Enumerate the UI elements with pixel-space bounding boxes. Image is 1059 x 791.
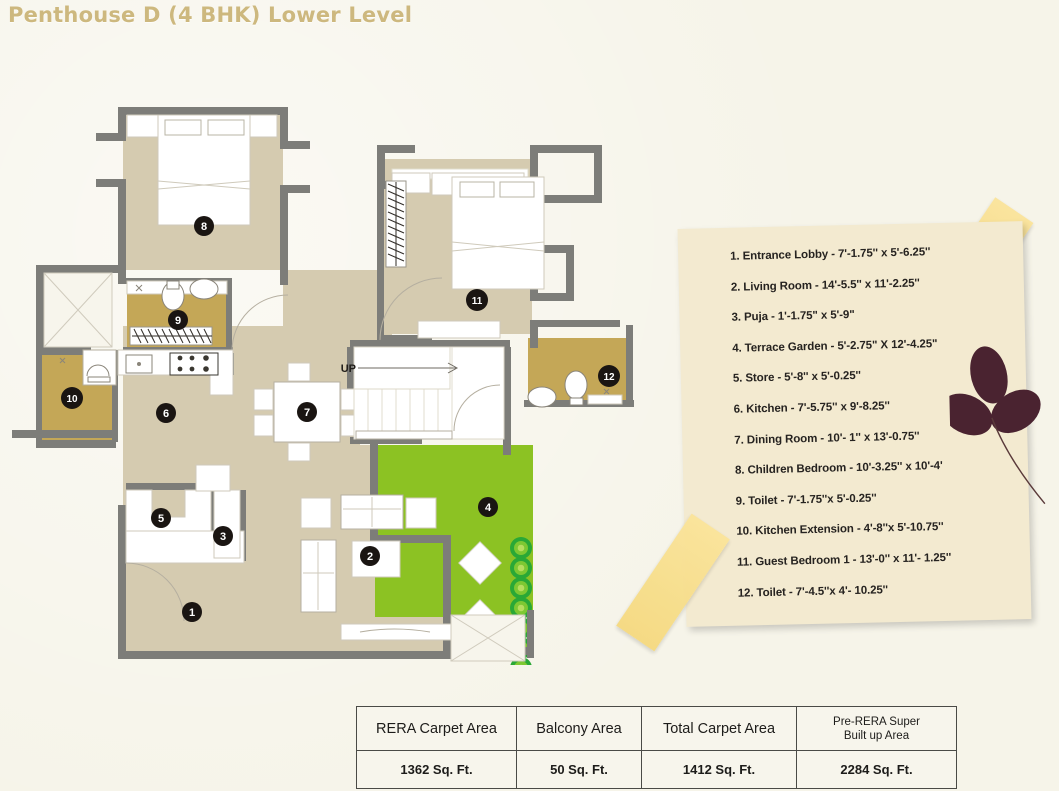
room-marker-8: 8: [194, 216, 214, 236]
room-marker-4: 4: [478, 497, 498, 517]
legend-item: 10. Kitchen Extension - 4'-8''x 5'-10.75…: [736, 521, 944, 539]
svg-text:6: 6: [163, 408, 169, 420]
fixtures-toilet-9: [126, 278, 228, 311]
room-marker-9: 9: [168, 310, 188, 330]
legend-item: 1. Entrance Lobby - 7'-1.75'' x 5'-6.25'…: [730, 246, 931, 263]
wardrobe-children-bedroom: [129, 326, 213, 346]
svg-text:5: 5: [158, 513, 164, 525]
room-marker-11: 11: [466, 289, 488, 311]
room-marker-2: 2: [360, 546, 380, 566]
living-room-furniture: [300, 494, 452, 641]
balcony-left: [43, 272, 113, 348]
leaf-icon: [948, 346, 1046, 505]
furniture: UP: [43, 114, 623, 662]
wardrobe-guest-bedroom: [385, 180, 407, 268]
room-marker-3: 3: [213, 526, 233, 546]
kitchen-counter: [117, 349, 234, 396]
area-table-value: 1412 Sq. Ft.: [641, 750, 797, 789]
console-guest-bedroom: [417, 320, 501, 339]
fixtures-toilet-12: [527, 370, 623, 408]
legend-card: 1. Entrance Lobby - 7'-1.75'' x 5'-6.25'…: [677, 221, 1046, 627]
store-shelving: [125, 464, 245, 564]
svg-text:7: 7: [304, 407, 310, 419]
area-table-value: 50 Sq. Ft.: [516, 750, 642, 789]
legend-item: 3. Puja - 1'-1.75" x 5'-9": [731, 309, 855, 324]
floor-plan-drawing: UP: [12, 107, 634, 665]
legend-item: 2. Living Room - 14'-5.5'' x 11'-2.25'': [730, 277, 920, 294]
svg-text:1: 1: [189, 607, 195, 619]
room-marker-12: 12: [598, 365, 620, 387]
page-title: Penthouse D (4 BHK) Lower Level: [8, 3, 413, 27]
legend-item: 11. Guest Bedroom 1 - 13'-0'' x 11'- 1.2…: [736, 551, 952, 569]
area-table-header: RERA Carpet Area: [356, 706, 517, 751]
room-marker-6: 6: [156, 403, 176, 423]
bed-guest-bedroom: [391, 168, 545, 290]
svg-text:2: 2: [367, 551, 373, 563]
stair-up-label: UP: [341, 363, 356, 375]
area-table-header: Total Carpet Area: [641, 706, 797, 751]
svg-text:4: 4: [485, 502, 492, 514]
room-marker-1: 1: [182, 602, 202, 622]
area-table-value-row: 1362 Sq. Ft.50 Sq. Ft.1412 Sq. Ft.2284 S…: [356, 750, 957, 789]
svg-text:3: 3: [220, 531, 226, 543]
staircase: UP: [341, 346, 505, 440]
area-table-value: 2284 Sq. Ft.: [796, 750, 957, 789]
bed-children-bedroom: [126, 114, 278, 226]
svg-text:10: 10: [66, 394, 78, 405]
legend-note: 1. Entrance Lobby - 7'-1.75'' x 5'-6.25'…: [616, 197, 1046, 652]
svg-text:12: 12: [603, 372, 615, 383]
svg-text:11: 11: [472, 296, 483, 307]
room-marker-7: 7: [297, 402, 317, 422]
room-marker-5: 5: [151, 508, 171, 528]
balcony-bottom-right: [450, 614, 526, 662]
fixtures-kitchen-extension: [59, 349, 117, 386]
area-table-value: 1362 Sq. Ft.: [356, 750, 517, 789]
svg-text:8: 8: [201, 221, 207, 233]
svg-text:9: 9: [175, 315, 181, 327]
legend-item: 12. Toilet - 7'-4.5''x 4'- 10.25'': [737, 583, 889, 600]
room-marker-10: 10: [61, 387, 83, 409]
area-table-header: Balcony Area: [516, 706, 642, 751]
